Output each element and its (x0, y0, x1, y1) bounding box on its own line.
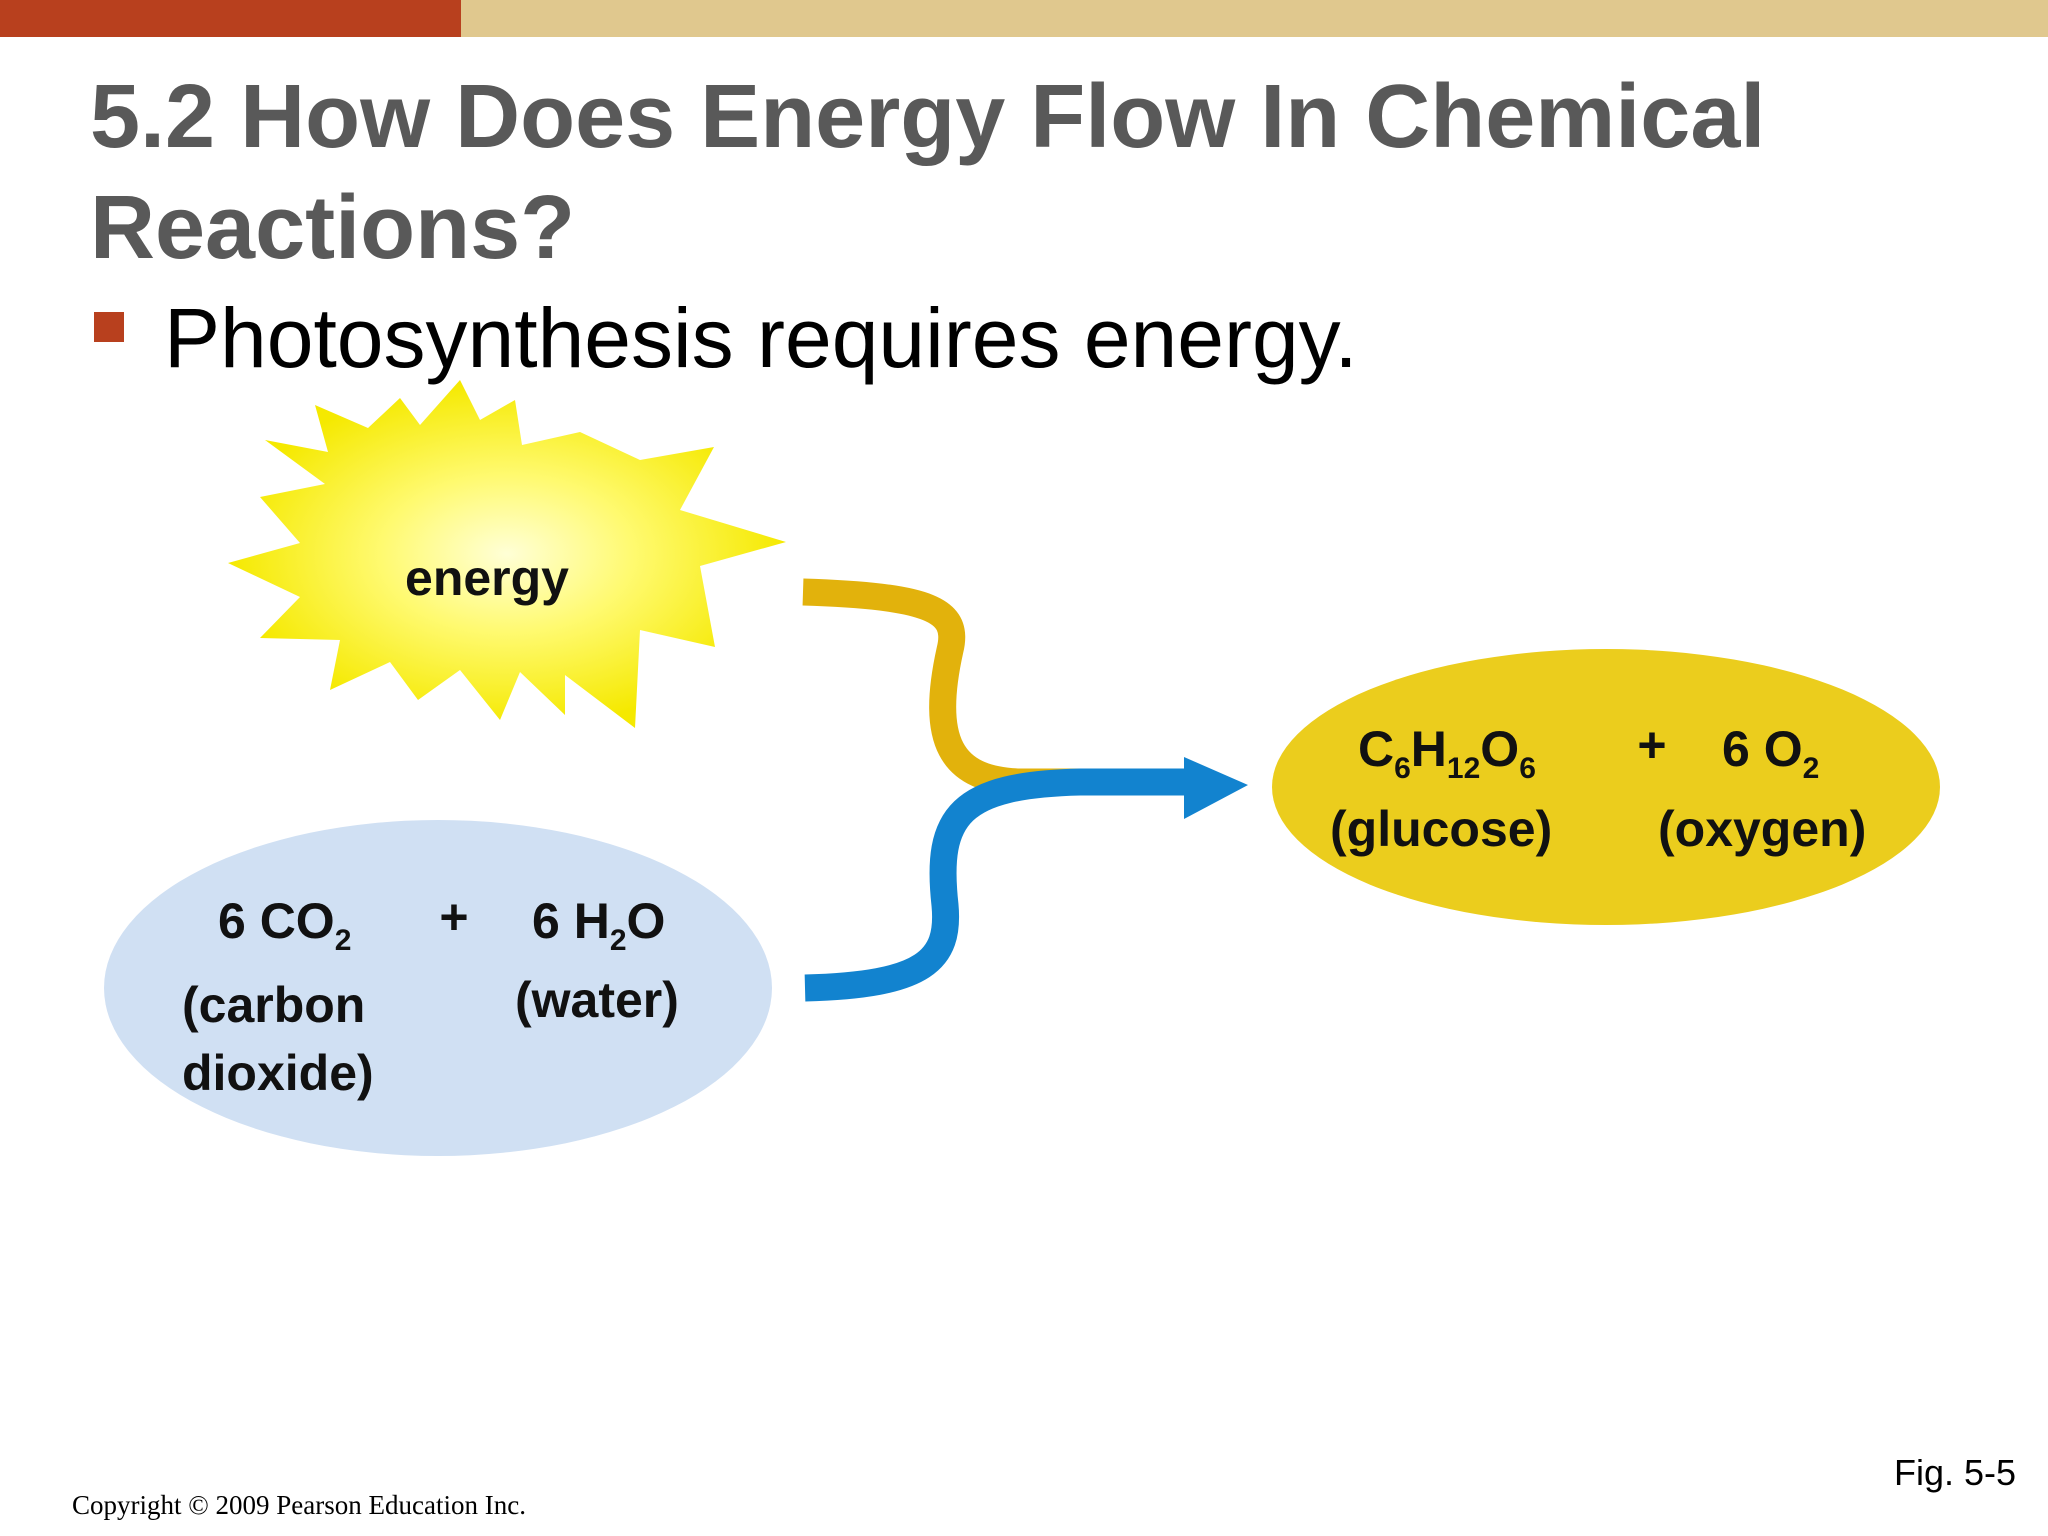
co2-subscript: 2 (335, 924, 352, 957)
copyright-notice: Copyright © 2009 Pearson Education Inc. (72, 1490, 526, 1520)
glucose-h: H (1411, 721, 1447, 777)
co2-name-line2: dioxide) (182, 1045, 374, 1101)
top-band-accent (0, 0, 461, 37)
arrowhead-icon (1184, 757, 1248, 819)
energy-label: energy (405, 550, 569, 606)
figure-number: Fig. 5-5 (1894, 1452, 2017, 1493)
products-oval (1272, 649, 1940, 925)
h2o-formula: 6 H2O (532, 893, 665, 957)
glucose-formula: C6H12O6 (1358, 721, 1536, 785)
glucose-c-subscript: 6 (1394, 752, 1411, 785)
h2o-text-o: O (627, 893, 666, 949)
bullet-text: Photosynthesis requires energy. (164, 291, 1358, 385)
oxygen-formula: 6 O2 (1722, 721, 1819, 785)
reactant-plus: + (439, 889, 468, 945)
energy-arrow (802, 578, 1170, 796)
reactants-oval (104, 820, 772, 1156)
sun-burst (228, 380, 786, 728)
h2o-text: 6 H (532, 893, 610, 949)
oxygen-name: (oxygen) (1658, 801, 1866, 857)
co2-name-line1: (carbon (182, 977, 365, 1033)
glucose-o-subscript: 6 (1519, 752, 1536, 785)
matter-arrow (804, 768, 1188, 1002)
o2-subscript: 2 (1803, 752, 1820, 785)
slide-title: 5.2 How Does Energy Flow In Chemical Rea… (90, 67, 1766, 278)
top-band (461, 0, 2048, 37)
glucose-name: (glucose) (1330, 801, 1552, 857)
h2o-subscript: 2 (610, 924, 627, 957)
product-plus: + (1637, 717, 1666, 773)
co2-formula: 6 CO2 (218, 893, 351, 957)
glucose-c: C (1358, 721, 1394, 777)
co2-text: 6 CO (218, 893, 335, 949)
bullet-marker (94, 312, 124, 342)
o2-text: 6 O (1722, 721, 1803, 777)
glucose-o: O (1480, 721, 1519, 777)
glucose-h-subscript: 12 (1447, 752, 1480, 785)
h2o-name: (water) (515, 972, 679, 1028)
